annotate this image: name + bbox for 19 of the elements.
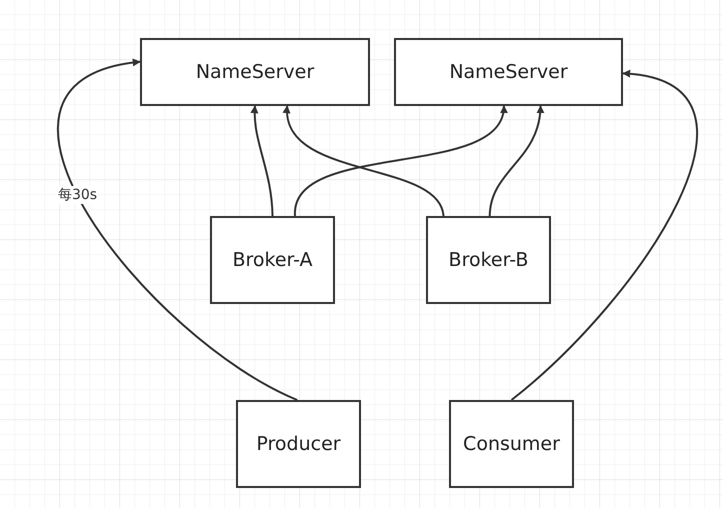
- arrow: [250, 105, 274, 216]
- arrow: [284, 105, 444, 216]
- node-label: NameServer: [196, 61, 314, 83]
- arrow: [488, 105, 544, 216]
- process-box: [426, 216, 551, 304]
- node-label: Producer: [256, 433, 341, 455]
- node-label: Broker-B: [448, 249, 528, 271]
- arrow: [58, 59, 298, 401]
- arrow: [294, 105, 506, 216]
- node-label: NameServer: [449, 61, 568, 83]
- process-box: [210, 216, 335, 304]
- edge-label: 每30s: [56, 186, 98, 204]
- process-box: [236, 400, 361, 488]
- arrow: [510, 70, 698, 401]
- node-label: Consumer: [463, 433, 560, 455]
- process-box: [394, 38, 623, 106]
- process-box: [449, 400, 574, 488]
- process-box: [140, 38, 370, 106]
- node-label: Broker-A: [232, 249, 313, 271]
